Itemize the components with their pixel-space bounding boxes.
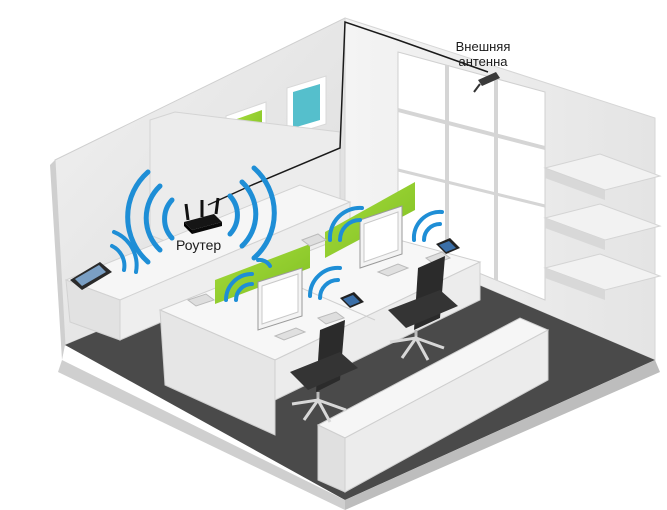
wall-edge-bottom xyxy=(345,360,660,510)
monitor-icon xyxy=(359,205,410,277)
tablet-icon xyxy=(70,262,112,290)
antenna-label-line1: Внешняя xyxy=(455,39,511,54)
monitor-icon xyxy=(257,267,307,341)
smartphone-icon xyxy=(436,238,460,254)
antenna-label-line2: антенна xyxy=(458,54,508,69)
desk-pads xyxy=(186,233,452,325)
wifi-signal-icon xyxy=(110,165,444,302)
wall-edge-left xyxy=(50,160,65,360)
antenna-icon xyxy=(473,72,500,93)
office-chair-icon xyxy=(290,320,358,423)
wall-shelves xyxy=(543,153,662,300)
window-icon xyxy=(397,51,546,301)
antenna-label: Внешняя антенна xyxy=(448,39,518,69)
router-icon xyxy=(184,197,222,234)
smartphone-icon xyxy=(340,292,364,308)
office-chair-icon xyxy=(388,256,458,361)
router-label: Роутер xyxy=(176,237,222,253)
wall-edge-bottom-left xyxy=(58,360,345,510)
bench xyxy=(316,317,550,493)
